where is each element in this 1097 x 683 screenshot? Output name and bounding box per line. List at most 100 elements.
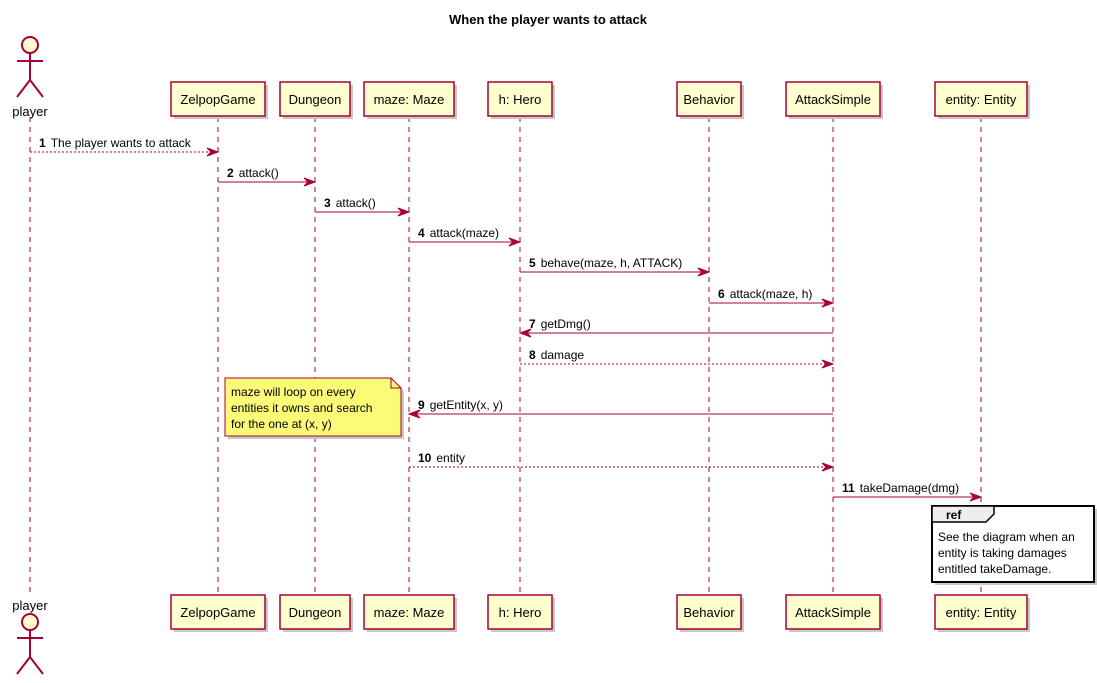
- message-text: attack(): [239, 166, 279, 180]
- message-number: 6: [718, 287, 725, 301]
- participant-maze-top: maze: Maze: [363, 81, 457, 119]
- participant-label: ZelpopGame: [180, 92, 255, 107]
- message-arrowhead: [407, 409, 421, 419]
- message-number: 5: [529, 256, 536, 270]
- message-arrowhead: [697, 267, 711, 277]
- participant-label: entity: Entity: [946, 92, 1017, 107]
- participant-box: [785, 81, 881, 117]
- participant-box: [363, 81, 455, 117]
- message-number: 2: [227, 166, 234, 180]
- message-text: The player wants to attack: [51, 136, 192, 150]
- message-label: 5 behave(maze, h, ATTACK): [529, 256, 682, 270]
- message-label: 7 getDmg(): [529, 317, 591, 331]
- ref-line: See the diagram when an: [938, 530, 1075, 544]
- participant-entity-top: entity: Entity: [934, 81, 1030, 119]
- participant-label: AttackSimple: [795, 92, 871, 107]
- participant-hero-top: h: Hero: [487, 81, 555, 119]
- message-11: 11 takeDamage(dmg): [833, 481, 983, 502]
- participant-label: maze: Maze: [374, 92, 445, 107]
- message-8: 8 damage: [520, 348, 835, 369]
- actor-player-top: player: [12, 36, 48, 119]
- message-6: 6 attack(maze, h): [709, 287, 835, 308]
- message-text: attack(maze, h): [730, 287, 813, 301]
- message-number: 3: [324, 196, 331, 210]
- message-label: 4 attack(maze): [418, 226, 499, 240]
- participant-box: [170, 594, 266, 630]
- participant-label: AttackSimple: [795, 605, 871, 620]
- participants-top: player ZelpopGame Dungeon maze: Maze h: Hero…: [12, 36, 1030, 119]
- message-label: 10 entity: [418, 451, 465, 465]
- message-number: 1: [39, 136, 46, 150]
- participant-box: [363, 594, 455, 630]
- participant-box: [676, 594, 742, 630]
- actor-label: player: [12, 598, 48, 613]
- ref-line: entity is taking damages: [938, 546, 1067, 560]
- message-text: damage: [541, 348, 585, 362]
- participant-label: maze: Maze: [374, 605, 445, 620]
- ref-line: entitled takeDamage.: [938, 562, 1051, 576]
- participant-maze-bottom: maze: Maze: [363, 594, 457, 632]
- participant-attack-top: AttackSimple: [785, 81, 883, 119]
- participant-label: ZelpopGame: [180, 605, 255, 620]
- message-text: attack(maze): [430, 226, 499, 240]
- message-arrowhead: [821, 298, 835, 308]
- message-text: takeDamage(dmg): [860, 481, 959, 495]
- message-arrowhead: [518, 328, 532, 338]
- participant-label: Dungeon: [289, 92, 342, 107]
- message-number: 11: [842, 481, 855, 495]
- message-4: 4 attack(maze): [409, 226, 522, 247]
- participant-game-bottom: ZelpopGame: [170, 594, 268, 632]
- message-text: entity: [436, 451, 465, 465]
- participant-box: [279, 81, 351, 117]
- message-text: getDmg(): [541, 317, 591, 331]
- participant-attack-bottom: AttackSimple: [785, 594, 883, 632]
- message-number: 9: [418, 398, 425, 412]
- message-label: 6 attack(maze, h): [718, 287, 812, 301]
- message-arrowhead: [206, 147, 220, 157]
- message-label: 11 takeDamage(dmg): [842, 481, 959, 495]
- message-5: 5 behave(maze, h, ATTACK): [520, 256, 711, 277]
- note-box: [224, 377, 402, 437]
- participant-box: [487, 81, 553, 117]
- ref-tab: [931, 505, 995, 523]
- participant-label: entity: Entity: [946, 605, 1017, 620]
- participant-box: [785, 594, 881, 630]
- message-number: 8: [529, 348, 536, 362]
- message-7: 7 getDmg(): [518, 317, 833, 338]
- actor-figure-top: [16, 36, 44, 98]
- message-number: 7: [529, 317, 536, 331]
- message-number: 10: [418, 451, 432, 465]
- participant-box: [676, 81, 742, 117]
- participant-game-top: ZelpopGame: [170, 81, 268, 119]
- message-arrowhead: [821, 359, 835, 369]
- message-arrowhead: [508, 237, 522, 247]
- messages: 1 The player wants to attack 2 attack() 3 att…: [30, 136, 983, 502]
- message-arrowhead: [397, 207, 411, 217]
- lifelines: [29, 117, 982, 595]
- message-label: 3 attack(): [324, 196, 376, 210]
- participant-label: h: Hero: [499, 605, 542, 620]
- message-text: behave(maze, h, ATTACK): [541, 256, 683, 270]
- message-label: 8 damage: [529, 348, 584, 362]
- message-label: 1 The player wants to attack: [39, 136, 192, 150]
- actor-label: player: [12, 104, 48, 119]
- diagram-title: When the player wants to attack: [449, 12, 648, 27]
- message-number: 4: [418, 226, 425, 240]
- participant-entity-bottom: entity: Entity: [934, 594, 1030, 632]
- participant-box: [170, 81, 266, 117]
- message-arrowhead: [303, 177, 317, 187]
- message-10: 10 entity: [409, 451, 835, 472]
- participant-label: Behavior: [683, 605, 735, 620]
- participant-dungeon-bottom: Dungeon: [279, 594, 353, 632]
- actor-figure-bottom: [16, 613, 44, 675]
- participants-bottom: player ZelpopGame Dungeon maze: Maze h: Hero…: [12, 594, 1030, 675]
- message-text: attack(): [336, 196, 376, 210]
- note-line: entities it owns and search: [231, 401, 372, 415]
- message-1: 1 The player wants to attack: [30, 136, 220, 157]
- participant-behavior-bottom: Behavior: [676, 594, 744, 632]
- participant-box: [934, 594, 1028, 630]
